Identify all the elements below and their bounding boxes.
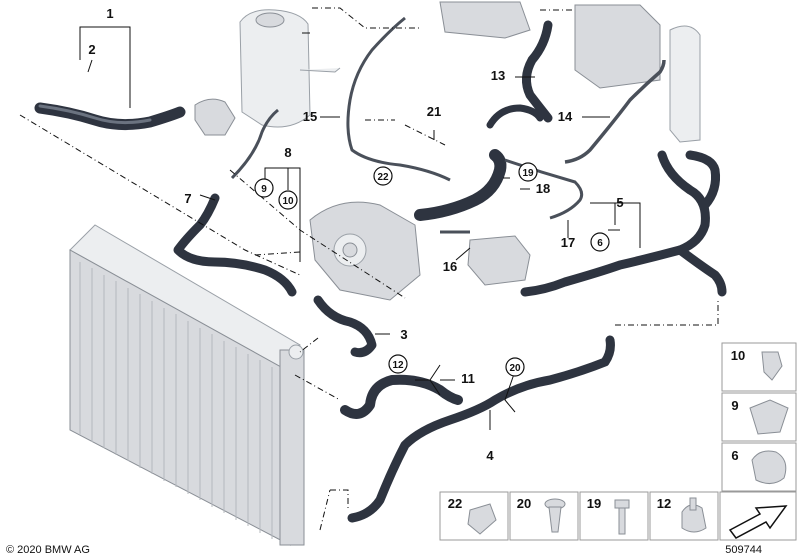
water-pump [309, 201, 421, 301]
label-21: 21 [427, 104, 441, 119]
label-17: 17 [561, 235, 575, 250]
clip-9-icon [749, 399, 789, 435]
side-legend: 10 9 6 [721, 342, 797, 492]
circle-label-19: 19 [522, 168, 534, 179]
label-4: 4 [486, 448, 494, 463]
label-7: 7 [184, 191, 191, 206]
circle-label-6: 6 [597, 238, 603, 249]
label-18: 18 [536, 181, 550, 196]
label-14: 14 [558, 109, 573, 124]
bottom-legend-22: 22 [448, 496, 462, 511]
thermostat-housing [467, 235, 531, 286]
bottom-legend-20: 20 [517, 496, 531, 511]
bottom-legend-12: 12 [657, 496, 671, 511]
label-15: 15 [303, 109, 317, 124]
pipe-8 [230, 108, 279, 180]
hose-18 [414, 149, 507, 221]
hose-5 [520, 150, 727, 297]
diagram-id: 509744 [725, 544, 762, 556]
label-5: 5 [616, 195, 623, 210]
direction-arrow-icon [728, 505, 788, 539]
circled-numbers: 9 10 6 12 20 19 22 [254, 162, 610, 377]
engine-block [439, 1, 701, 143]
part-numbers: 1 2 3 4 5 7 8 11 13 14 15 16 17 18 21 [88, 6, 623, 463]
copyright-text: © 2020 BMW AG [6, 544, 90, 556]
circle-label-22: 22 [377, 172, 389, 183]
clip-6-icon [751, 450, 787, 484]
pipe-16-17 [440, 158, 584, 234]
leader-lines [79, 26, 641, 430]
pipe-14 [564, 59, 666, 164]
hose-3 [313, 295, 377, 358]
clip-22-icon [467, 503, 497, 535]
hose-11 [340, 374, 463, 419]
label-3: 3 [400, 327, 407, 342]
clip-12-icon [681, 504, 707, 533]
label-16: 16 [443, 259, 457, 274]
expansion-tank [239, 9, 341, 128]
circle-label-20: 20 [509, 363, 521, 374]
electric-pump [194, 98, 236, 136]
label-8: 8 [284, 145, 291, 160]
clip-10-icon [761, 351, 783, 381]
side-legend-6: 6 [731, 448, 738, 463]
circle-label-12: 12 [392, 360, 404, 371]
label-11: 11 [461, 371, 475, 386]
bottom-legend-19: 19 [587, 496, 601, 511]
hose-1 [34, 102, 186, 131]
pipe-15 [346, 16, 451, 182]
label-2: 2 [88, 42, 95, 57]
bolt-19-icon [614, 499, 630, 509]
label-1: 1 [106, 6, 113, 21]
circle-label-9: 9 [261, 184, 267, 195]
radiator [69, 224, 305, 546]
hose-4 [347, 335, 615, 523]
hose-13 [486, 20, 553, 129]
label-13: 13 [491, 68, 505, 83]
bottom-legend: 22 20 19 12 [439, 491, 797, 541]
side-legend-9: 9 [731, 398, 738, 413]
hose-7 [173, 193, 297, 297]
side-legend-10: 10 [731, 348, 745, 363]
circle-label-10: 10 [282, 196, 294, 207]
